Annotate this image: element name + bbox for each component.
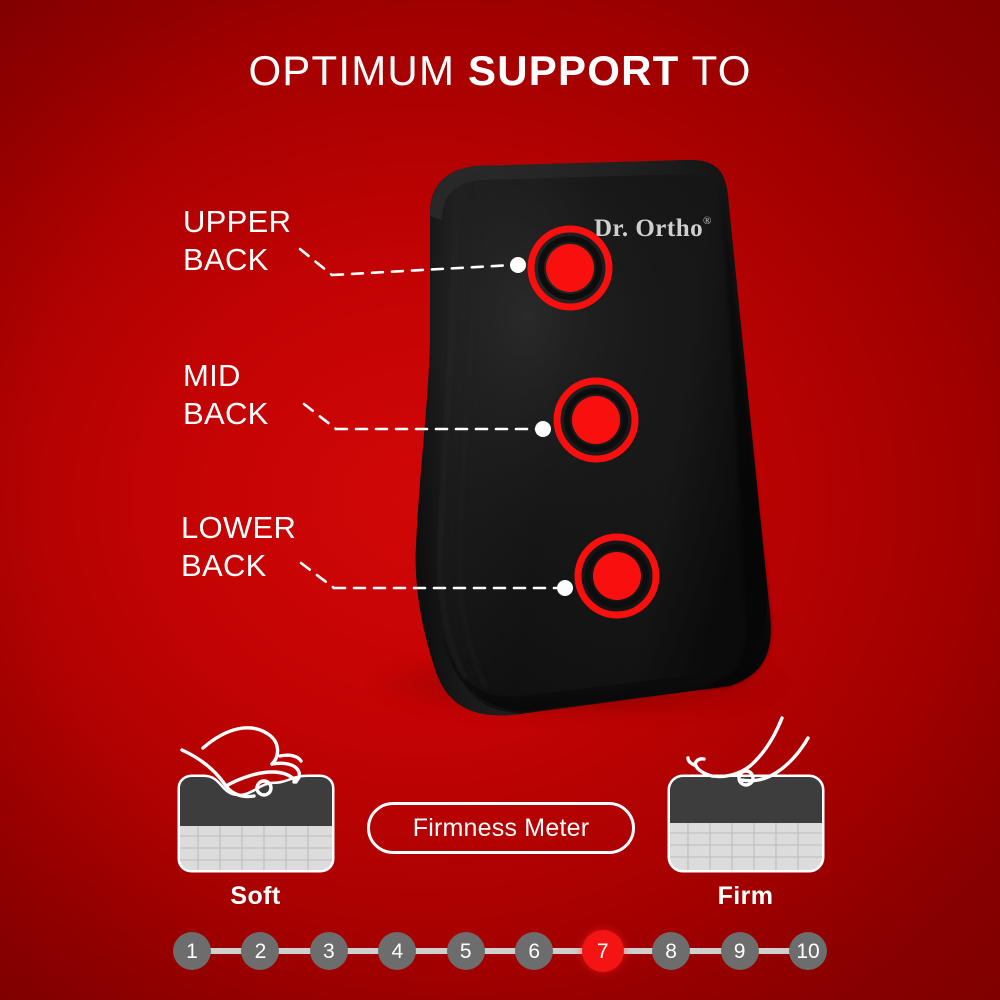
annotation-mid-line2: BACK <box>183 395 269 431</box>
firm-firmness-illustration: Firm <box>658 716 833 916</box>
lumbar-cushion: Dr. Ortho ® <box>415 159 771 716</box>
svg-text:®: ® <box>703 215 711 227</box>
scale-step-3[interactable]: 3 <box>309 932 348 970</box>
firm-caption: Firm <box>717 882 774 910</box>
scale-step-2[interactable]: 2 <box>241 932 280 970</box>
soft-mattress-icon <box>177 726 335 873</box>
firm-mattress-icon <box>667 716 825 873</box>
soft-caption: Soft <box>230 882 281 910</box>
annotation-upper-line1: UPPER <box>183 204 292 239</box>
support-marker-upper-back <box>527 225 613 311</box>
page-title: OPTIMUM SUPPORT TO <box>0 47 1000 95</box>
brand-logo: Dr. Ortho ® <box>594 215 711 242</box>
annotation-lower-line1: LOWER <box>181 510 297 545</box>
hand-resting-icon <box>686 716 810 787</box>
title-part-to: TO <box>691 47 752 94</box>
scale-track <box>191 948 809 954</box>
annotation-label-lower-back: LOWER BACK <box>181 509 296 585</box>
scale-step-1[interactable]: 1 <box>173 932 211 970</box>
scale-step-8[interactable]: 8 <box>652 932 691 970</box>
scale-step-7-selected[interactable]: 7 <box>581 930 624 972</box>
scale-step-6[interactable]: 6 <box>515 932 554 970</box>
annotation-lower-line2: BACK <box>181 547 267 583</box>
scale-step-9[interactable]: 9 <box>720 932 759 970</box>
firmness-meter-badge: Firmness Meter <box>367 802 635 854</box>
firmness-scale: 1 2 3 4 5 6 7 8 9 10 <box>0 920 1000 982</box>
scale-step-4[interactable]: 4 <box>378 932 417 970</box>
title-part-optimum: OPTIMUM <box>248 47 456 94</box>
hand-pressing-icon <box>180 726 303 799</box>
svg-text:Dr. Ortho: Dr. Ortho <box>594 215 703 242</box>
support-marker-lower-back <box>574 533 660 619</box>
annotation-label-mid-back: MID BACK <box>183 357 269 433</box>
firmness-meter-label: Firmness Meter <box>412 813 590 842</box>
annotation-label-upper-back: UPPER BACK <box>183 203 291 279</box>
annotation-mid-line1: MID <box>183 358 241 393</box>
soft-firmness-illustration: Soft <box>168 716 343 916</box>
scale-step-5[interactable]: 5 <box>446 932 485 970</box>
title-part-support: SUPPORT <box>468 47 680 94</box>
scale-step-10[interactable]: 10 <box>789 932 827 970</box>
annotation-upper-line2: BACK <box>183 241 269 277</box>
support-marker-mid-back <box>553 377 639 463</box>
